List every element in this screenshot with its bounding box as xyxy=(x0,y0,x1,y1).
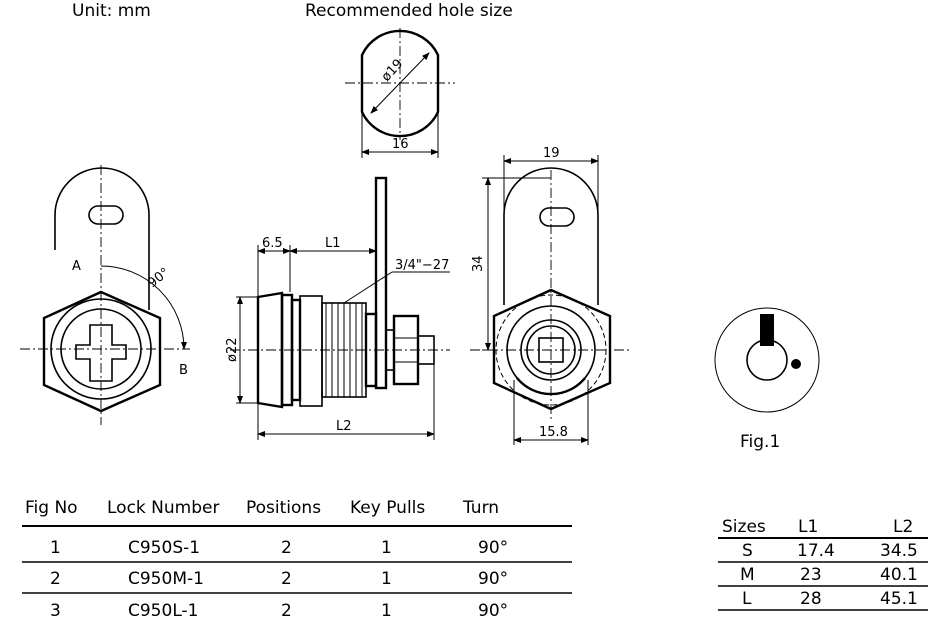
cell-size: S xyxy=(742,541,753,561)
cell-fig-no: 3 xyxy=(50,601,61,621)
unit-label: Unit: mm xyxy=(72,1,151,21)
col-sizes: Sizes xyxy=(722,517,766,537)
cell-l2: 40.1 xyxy=(880,565,918,585)
dim-l1: L1 xyxy=(325,236,341,251)
cell-lock-number: C950S-1 xyxy=(128,538,200,558)
cell-l2: 45.1 xyxy=(880,589,918,609)
cell-fig-no: 2 xyxy=(50,569,61,589)
cell-l1: 28 xyxy=(800,589,822,609)
cell-turn: 90° xyxy=(478,538,508,558)
cell-positions: 2 xyxy=(281,538,292,558)
sizes-table: Sizes L1 L2 S 17.4 34.5 M 23 40.1 L 28 4… xyxy=(718,517,928,611)
cell-key-pulls: 1 xyxy=(381,601,392,621)
cell-lock-number: C950L-1 xyxy=(128,601,198,621)
dim-19: 19 xyxy=(543,146,560,161)
side-view: 6.5 L1 3/4"−27 L2 ø22 xyxy=(225,176,450,440)
table-row: L 28 45.1 xyxy=(742,589,918,609)
cell-key-pulls: 1 xyxy=(381,538,392,558)
col-fig-no: Fig No xyxy=(25,498,78,518)
table-row: 3 C950L-1 2 1 90° xyxy=(50,601,508,621)
dim-diameter-22: ø22 xyxy=(225,338,240,363)
hole-size-drawing: ø19 16 xyxy=(345,28,455,158)
position-b-label: B xyxy=(179,363,188,378)
hole-width-label: 16 xyxy=(392,137,409,152)
cell-lock-number: C950M-1 xyxy=(128,569,204,589)
position-a-label: A xyxy=(72,259,81,274)
cell-size: L xyxy=(742,589,752,609)
cell-l1: 23 xyxy=(800,565,822,585)
table-row: 1 C950S-1 2 1 90° xyxy=(50,538,508,558)
dim-l2: L2 xyxy=(336,419,352,434)
fig1-key-face: Fig.1 xyxy=(714,307,820,452)
fig1-caption: Fig.1 xyxy=(740,432,780,452)
col-key-pulls: Key Pulls xyxy=(350,498,425,518)
cell-positions: 2 xyxy=(281,569,292,589)
col-l2: L2 xyxy=(893,517,913,537)
cell-size: M xyxy=(740,565,755,585)
cell-positions: 2 xyxy=(281,601,292,621)
cell-l2: 34.5 xyxy=(880,541,918,561)
cell-turn: 90° xyxy=(478,569,508,589)
dim-thread: 3/4"−27 xyxy=(395,258,449,273)
dim-6-5: 6.5 xyxy=(262,236,283,251)
col-l1: L1 xyxy=(798,517,818,537)
col-turn: Turn xyxy=(462,498,499,518)
front-view-left: A B 90° xyxy=(20,165,190,425)
hole-size-title: Recommended hole size xyxy=(305,1,513,21)
lock-table: Fig No Lock Number Positions Key Pulls T… xyxy=(22,498,572,621)
cell-fig-no: 1 xyxy=(50,538,61,558)
dim-34: 34 xyxy=(471,255,486,272)
table-row: S 17.4 34.5 xyxy=(742,541,918,561)
cell-key-pulls: 1 xyxy=(381,569,392,589)
col-positions: Positions xyxy=(246,498,321,518)
col-lock-number: Lock Number xyxy=(107,498,219,518)
table-row: M 23 40.1 xyxy=(740,565,918,585)
table-row: 2 C950M-1 2 1 90° xyxy=(50,569,508,589)
dim-15-8: 15.8 xyxy=(539,425,568,440)
cell-turn: 90° xyxy=(478,601,508,621)
rear-view: 19 34 15.8 xyxy=(470,146,630,445)
cell-l1: 17.4 xyxy=(797,541,835,561)
